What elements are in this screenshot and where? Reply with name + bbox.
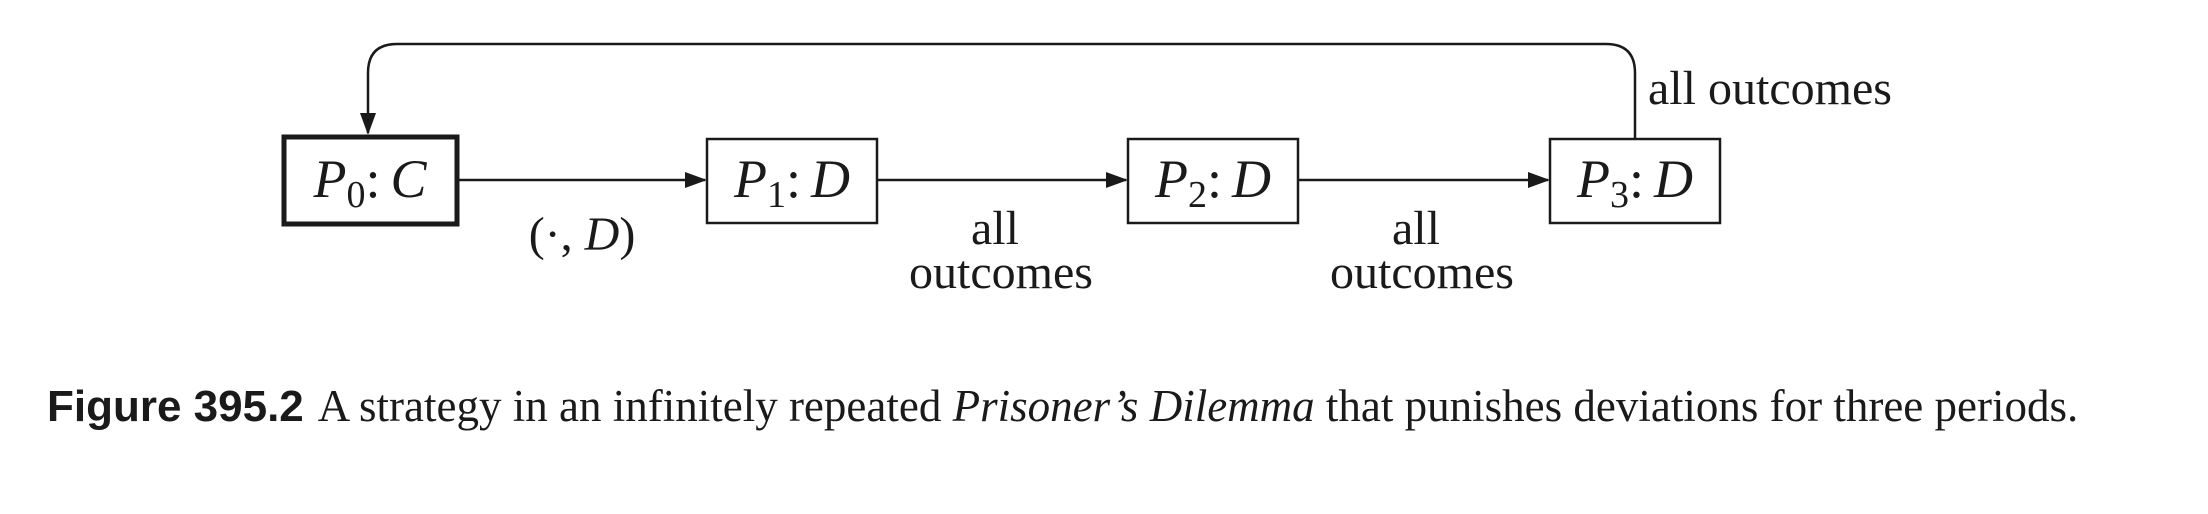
node-action: C: [390, 149, 427, 209]
node-colon: :: [1207, 149, 1222, 209]
node-subscript: 1: [767, 174, 786, 216]
node-letter: P: [1576, 149, 1610, 209]
node-subscript: 3: [1610, 174, 1629, 216]
node-colon: :: [786, 149, 801, 209]
node-letter: P: [1154, 149, 1188, 209]
caption-text-italic: Prisoner’s Dilemma: [952, 381, 1315, 431]
svg-text:P0:C: P0:C: [312, 149, 427, 216]
edge-label-p3-p0: all outcomes: [1648, 62, 1892, 115]
node-colon: :: [365, 149, 380, 209]
caption-text-before: A strategy in an infinitely repeated: [317, 381, 953, 431]
figure-caption: Figure 395.2 A strategy in an infinitely …: [47, 377, 2197, 436]
state-node-p1: P1:D: [705, 137, 879, 225]
state-node-p0: P0:C: [281, 134, 460, 227]
edge-label-p0-p1: (·, D): [529, 208, 636, 261]
node-action: D: [1653, 149, 1693, 209]
node-action: D: [810, 149, 850, 209]
node-subscript: 0: [346, 174, 365, 216]
svg-text:P2:D: P2:D: [1154, 149, 1271, 216]
node-letter: P: [312, 149, 346, 209]
node-subscript: 2: [1188, 174, 1207, 216]
state-machine-diagram: P0:C P1:D P2:D P3:D (·, D) all outcomes …: [281, 42, 1892, 299]
node-colon: :: [1629, 149, 1644, 209]
node-action: D: [1231, 149, 1271, 209]
edge-label-p2-p3: all outcomes: [1330, 202, 1514, 299]
figure-label: Figure 395.2: [47, 382, 304, 431]
svg-text:P1:D: P1:D: [733, 149, 850, 216]
state-node-p2: P2:D: [1126, 137, 1300, 225]
edge-label-p1-p2: all outcomes: [909, 202, 1093, 299]
edge-p3-p0-loop: [360, 42, 1637, 139]
caption-text-after: that punishes deviations for three perio…: [1314, 381, 2079, 431]
state-node-p3: P3:D: [1548, 137, 1722, 225]
node-letter: P: [733, 149, 767, 209]
svg-text:P3:D: P3:D: [1576, 149, 1693, 216]
